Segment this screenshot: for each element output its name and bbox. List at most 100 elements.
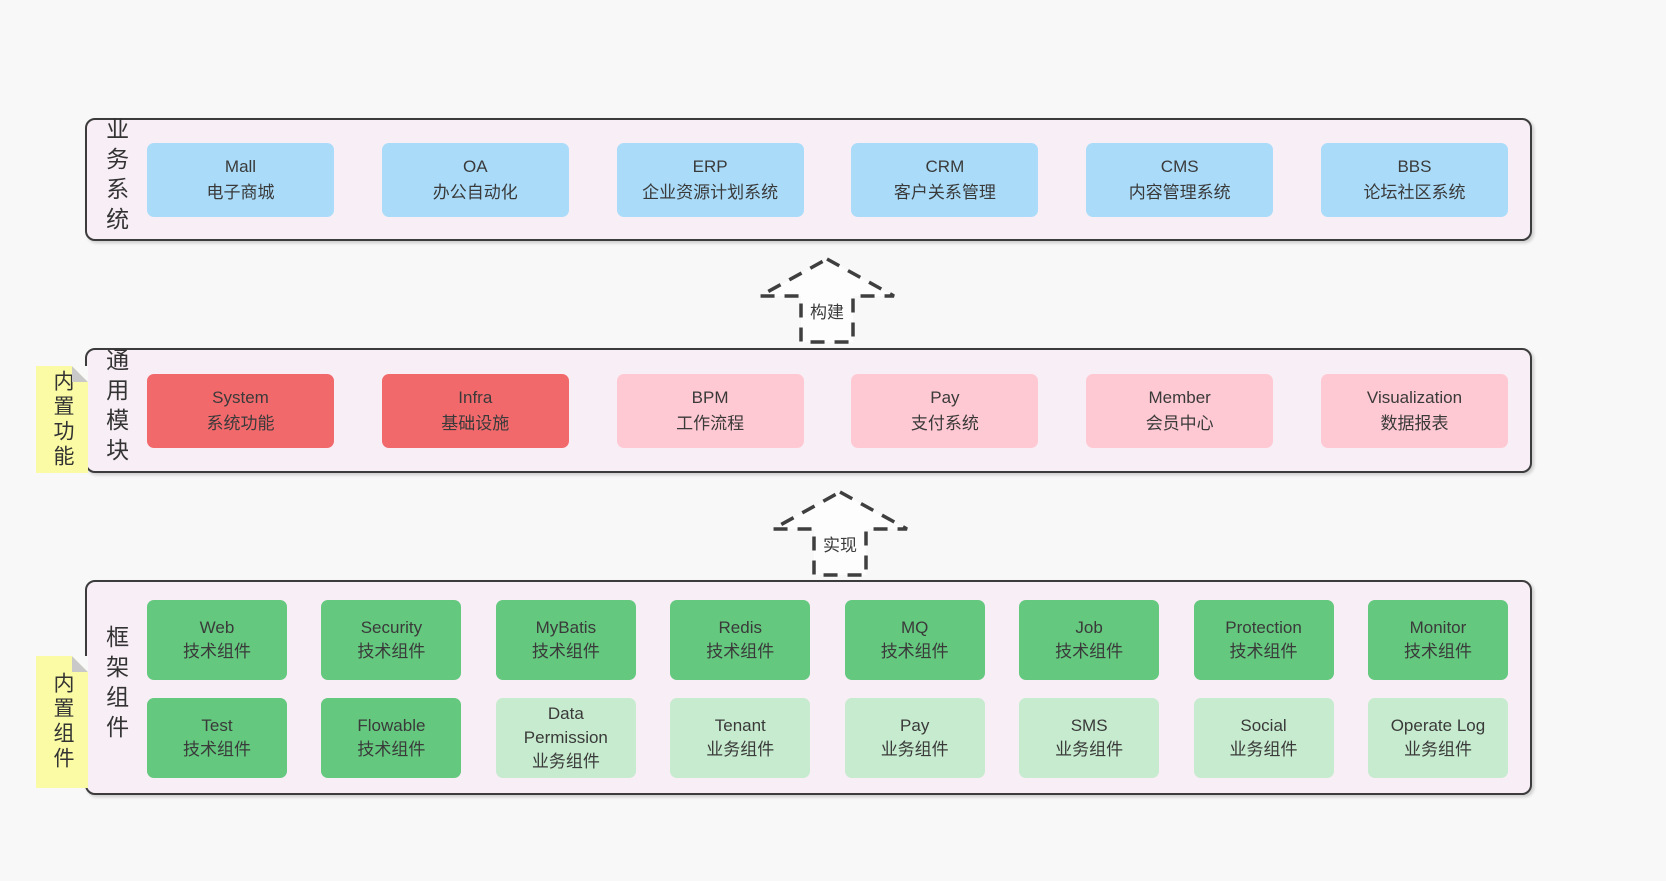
layer-common-modules-label: 通用模块	[101, 347, 129, 474]
node-system: System 系统功能	[147, 373, 334, 448]
sticky-note-text-wrap: 内置功能	[36, 366, 88, 473]
node-test: Test 技术组件	[147, 698, 287, 778]
node-subtitle: 技术组件	[183, 740, 251, 759]
build-arrow-label: 构建	[807, 298, 847, 323]
node-title: Protection	[1225, 618, 1302, 638]
node-subtitle: 技术组件	[1055, 642, 1124, 661]
node-flowable: Flowable 技术组件	[321, 698, 462, 778]
node-title: BBS	[1397, 157, 1432, 176]
implement-arrow: 实现	[755, 487, 925, 579]
node-security: Security 技术组件	[321, 600, 462, 680]
node-title: BPM	[691, 388, 729, 407]
framework-components-row-1: Web 技术组件 Security 技术组件 MyBatis 技术组件 Redi…	[147, 600, 1508, 680]
node-subtitle: 技术组件	[1403, 642, 1472, 661]
layer-business-systems-label: 业务系统	[101, 116, 129, 243]
layer-label-text: 业务系统	[102, 116, 129, 237]
node-title: CMS	[1160, 157, 1199, 176]
node-subtitle: 办公自动化	[432, 182, 518, 202]
node-subtitle: 数据报表	[1380, 413, 1449, 433]
node-title: ERP	[692, 157, 728, 176]
node-subtitle: 电子商城	[206, 182, 275, 202]
node-subtitle: 业务组件	[706, 740, 775, 759]
common-modules-row: System 系统功能 Infra 基础设施 BPM 工作流程 Pay 支付系统…	[147, 373, 1508, 448]
node-subtitle: 技术组件	[880, 642, 949, 661]
node-title: OA	[463, 157, 488, 176]
node-title: CRM	[925, 157, 965, 176]
node-subtitle: 支付系统	[910, 413, 979, 433]
node-title: Pay	[930, 388, 960, 407]
node-pay-system: Pay 支付系统	[851, 373, 1039, 448]
implement-arrow-label: 实现	[820, 531, 860, 556]
node-subtitle: 技术组件	[183, 642, 251, 661]
node-redis: Redis 技术组件	[670, 600, 811, 680]
node-subtitle: 企业资源计划系统	[642, 182, 779, 202]
node-subtitle: 技术组件	[706, 642, 775, 661]
node-subtitle: 论坛社区系统	[1363, 182, 1466, 202]
node-title: Mall	[224, 157, 257, 176]
node-title: Infra	[458, 388, 493, 407]
node-title: Data Permission	[523, 704, 608, 748]
node-subtitle: 基础设施	[441, 413, 510, 433]
node-title: Test	[201, 716, 233, 736]
sticky-note-built-in-functions: 内置功能	[36, 366, 88, 473]
node-protection: Protection 技术组件	[1193, 600, 1334, 680]
node-mq: MQ 技术组件	[844, 600, 985, 680]
node-subtitle: 工作流程	[676, 413, 745, 433]
sticky-note-text: 内置组件	[51, 672, 74, 772]
layer-label-text: 框架组件	[102, 624, 129, 745]
node-title: Flowable	[357, 716, 426, 736]
node-subtitle: 业务组件	[1403, 740, 1472, 759]
node-title: MQ	[900, 618, 929, 638]
node-oa: OA 办公自动化	[381, 142, 569, 217]
sticky-note-built-in-components: 内置组件	[36, 656, 88, 788]
node-title: Web	[199, 618, 235, 638]
node-operate-log: Operate Log 业务组件	[1367, 698, 1508, 778]
node-title: Monitor	[1409, 618, 1467, 638]
node-subtitle: 技术组件	[531, 642, 600, 661]
node-job: Job 技术组件	[1019, 600, 1160, 680]
node-title: Tenant	[714, 716, 766, 736]
node-member: Member 会员中心	[1086, 373, 1274, 448]
node-subtitle: 系统功能	[206, 413, 275, 433]
node-crm: CRM 客户关系管理	[851, 142, 1039, 217]
sticky-note-text-wrap: 内置组件	[36, 656, 88, 788]
node-monitor: Monitor 技术组件	[1367, 600, 1508, 680]
node-subtitle: 技术组件	[357, 642, 426, 661]
node-mybatis: MyBatis 技术组件	[495, 600, 636, 680]
layer-framework-components: 框架组件 Web 技术组件 Security 技术组件 MyBatis 技术组件…	[85, 580, 1532, 795]
node-subtitle: 业务组件	[1229, 740, 1298, 759]
node-title: Member	[1148, 388, 1211, 407]
node-subtitle: 客户关系管理	[893, 182, 996, 202]
node-title: Pay	[900, 716, 930, 736]
node-bbs: BBS 论坛社区系统	[1320, 142, 1508, 217]
node-pay-component: Pay 业务组件	[844, 698, 985, 778]
build-arrow: 构建	[742, 254, 912, 346]
framework-components-row-2: Test 技术组件 Flowable 技术组件 Data Permission …	[147, 698, 1508, 778]
node-erp: ERP 企业资源计划系统	[616, 142, 804, 217]
node-title: System	[212, 388, 269, 407]
business-systems-row: Mall 电子商城 OA 办公自动化 ERP 企业资源计划系统 CRM 客户关系…	[147, 142, 1508, 217]
layer-business-systems: 业务系统 Mall 电子商城 OA 办公自动化 ERP 企业资源计划系统 CRM…	[85, 116, 1532, 243]
layer-label-text: 通用模块	[102, 347, 129, 468]
node-infra: Infra 基础设施	[381, 373, 569, 448]
node-title: Job	[1075, 618, 1103, 638]
node-title: SMS	[1070, 716, 1108, 736]
node-title: Operate Log	[1390, 716, 1486, 736]
node-web: Web 技术组件	[147, 600, 287, 680]
node-subtitle: 业务组件	[531, 751, 600, 771]
node-social: Social 业务组件	[1193, 698, 1334, 778]
node-cms: CMS 内容管理系统	[1086, 142, 1274, 217]
node-mall: Mall 电子商城	[147, 142, 334, 217]
node-subtitle: 技术组件	[357, 740, 426, 759]
node-subtitle: 内容管理系统	[1128, 182, 1231, 202]
node-subtitle: 业务组件	[1055, 740, 1124, 759]
layer-common-modules: 通用模块 System 系统功能 Infra 基础设施 BPM 工作流程 Pay…	[85, 347, 1532, 474]
layer-framework-components-label: 框架组件	[101, 624, 129, 751]
node-bpm: BPM 工作流程	[616, 373, 804, 448]
node-sms: SMS 业务组件	[1019, 698, 1160, 778]
node-title: Social	[1240, 716, 1287, 736]
node-subtitle: 业务组件	[880, 740, 949, 759]
node-tenant: Tenant 业务组件	[670, 698, 811, 778]
sticky-note-text: 内置功能	[51, 369, 74, 470]
